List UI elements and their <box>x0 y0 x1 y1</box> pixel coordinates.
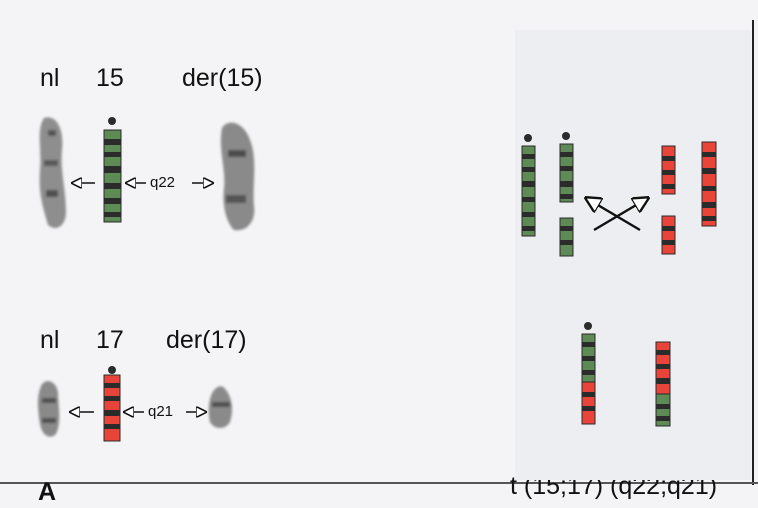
der17-grey <box>208 386 233 428</box>
panel-border-bottom <box>0 482 758 484</box>
der17-banded-panel-b <box>655 341 671 427</box>
chr17-normal-grey <box>38 381 60 437</box>
der15-label: der(15) <box>182 64 263 92</box>
chr15-intact-panel-b <box>521 134 536 237</box>
chr17-broken-panel-b <box>661 145 676 255</box>
nl-label-top: nl <box>40 64 60 92</box>
panel-b-background <box>515 30 751 480</box>
chr15-normal-grey <box>39 117 66 228</box>
q21-label: q21 <box>148 403 174 420</box>
chr17-intact-panel-b <box>701 141 717 227</box>
chr15-banded-panel-a <box>103 117 122 223</box>
chr17-banded-panel-a <box>103 366 121 442</box>
q22-label: q22 <box>150 174 176 191</box>
der17-label: der(17) <box>166 326 247 354</box>
panel-letter: A <box>38 478 57 506</box>
chr17-label-panel-a: 17 <box>96 326 124 354</box>
translocation-arrows <box>586 198 648 232</box>
chr15-label-panel-a: 15 <box>96 64 124 92</box>
chr15-broken-panel-b <box>559 132 574 257</box>
der15-banded-panel-b <box>581 322 596 425</box>
nl-label-bottom: nl <box>40 326 60 354</box>
panel-border-right <box>752 20 754 485</box>
der15-grey <box>220 122 255 231</box>
